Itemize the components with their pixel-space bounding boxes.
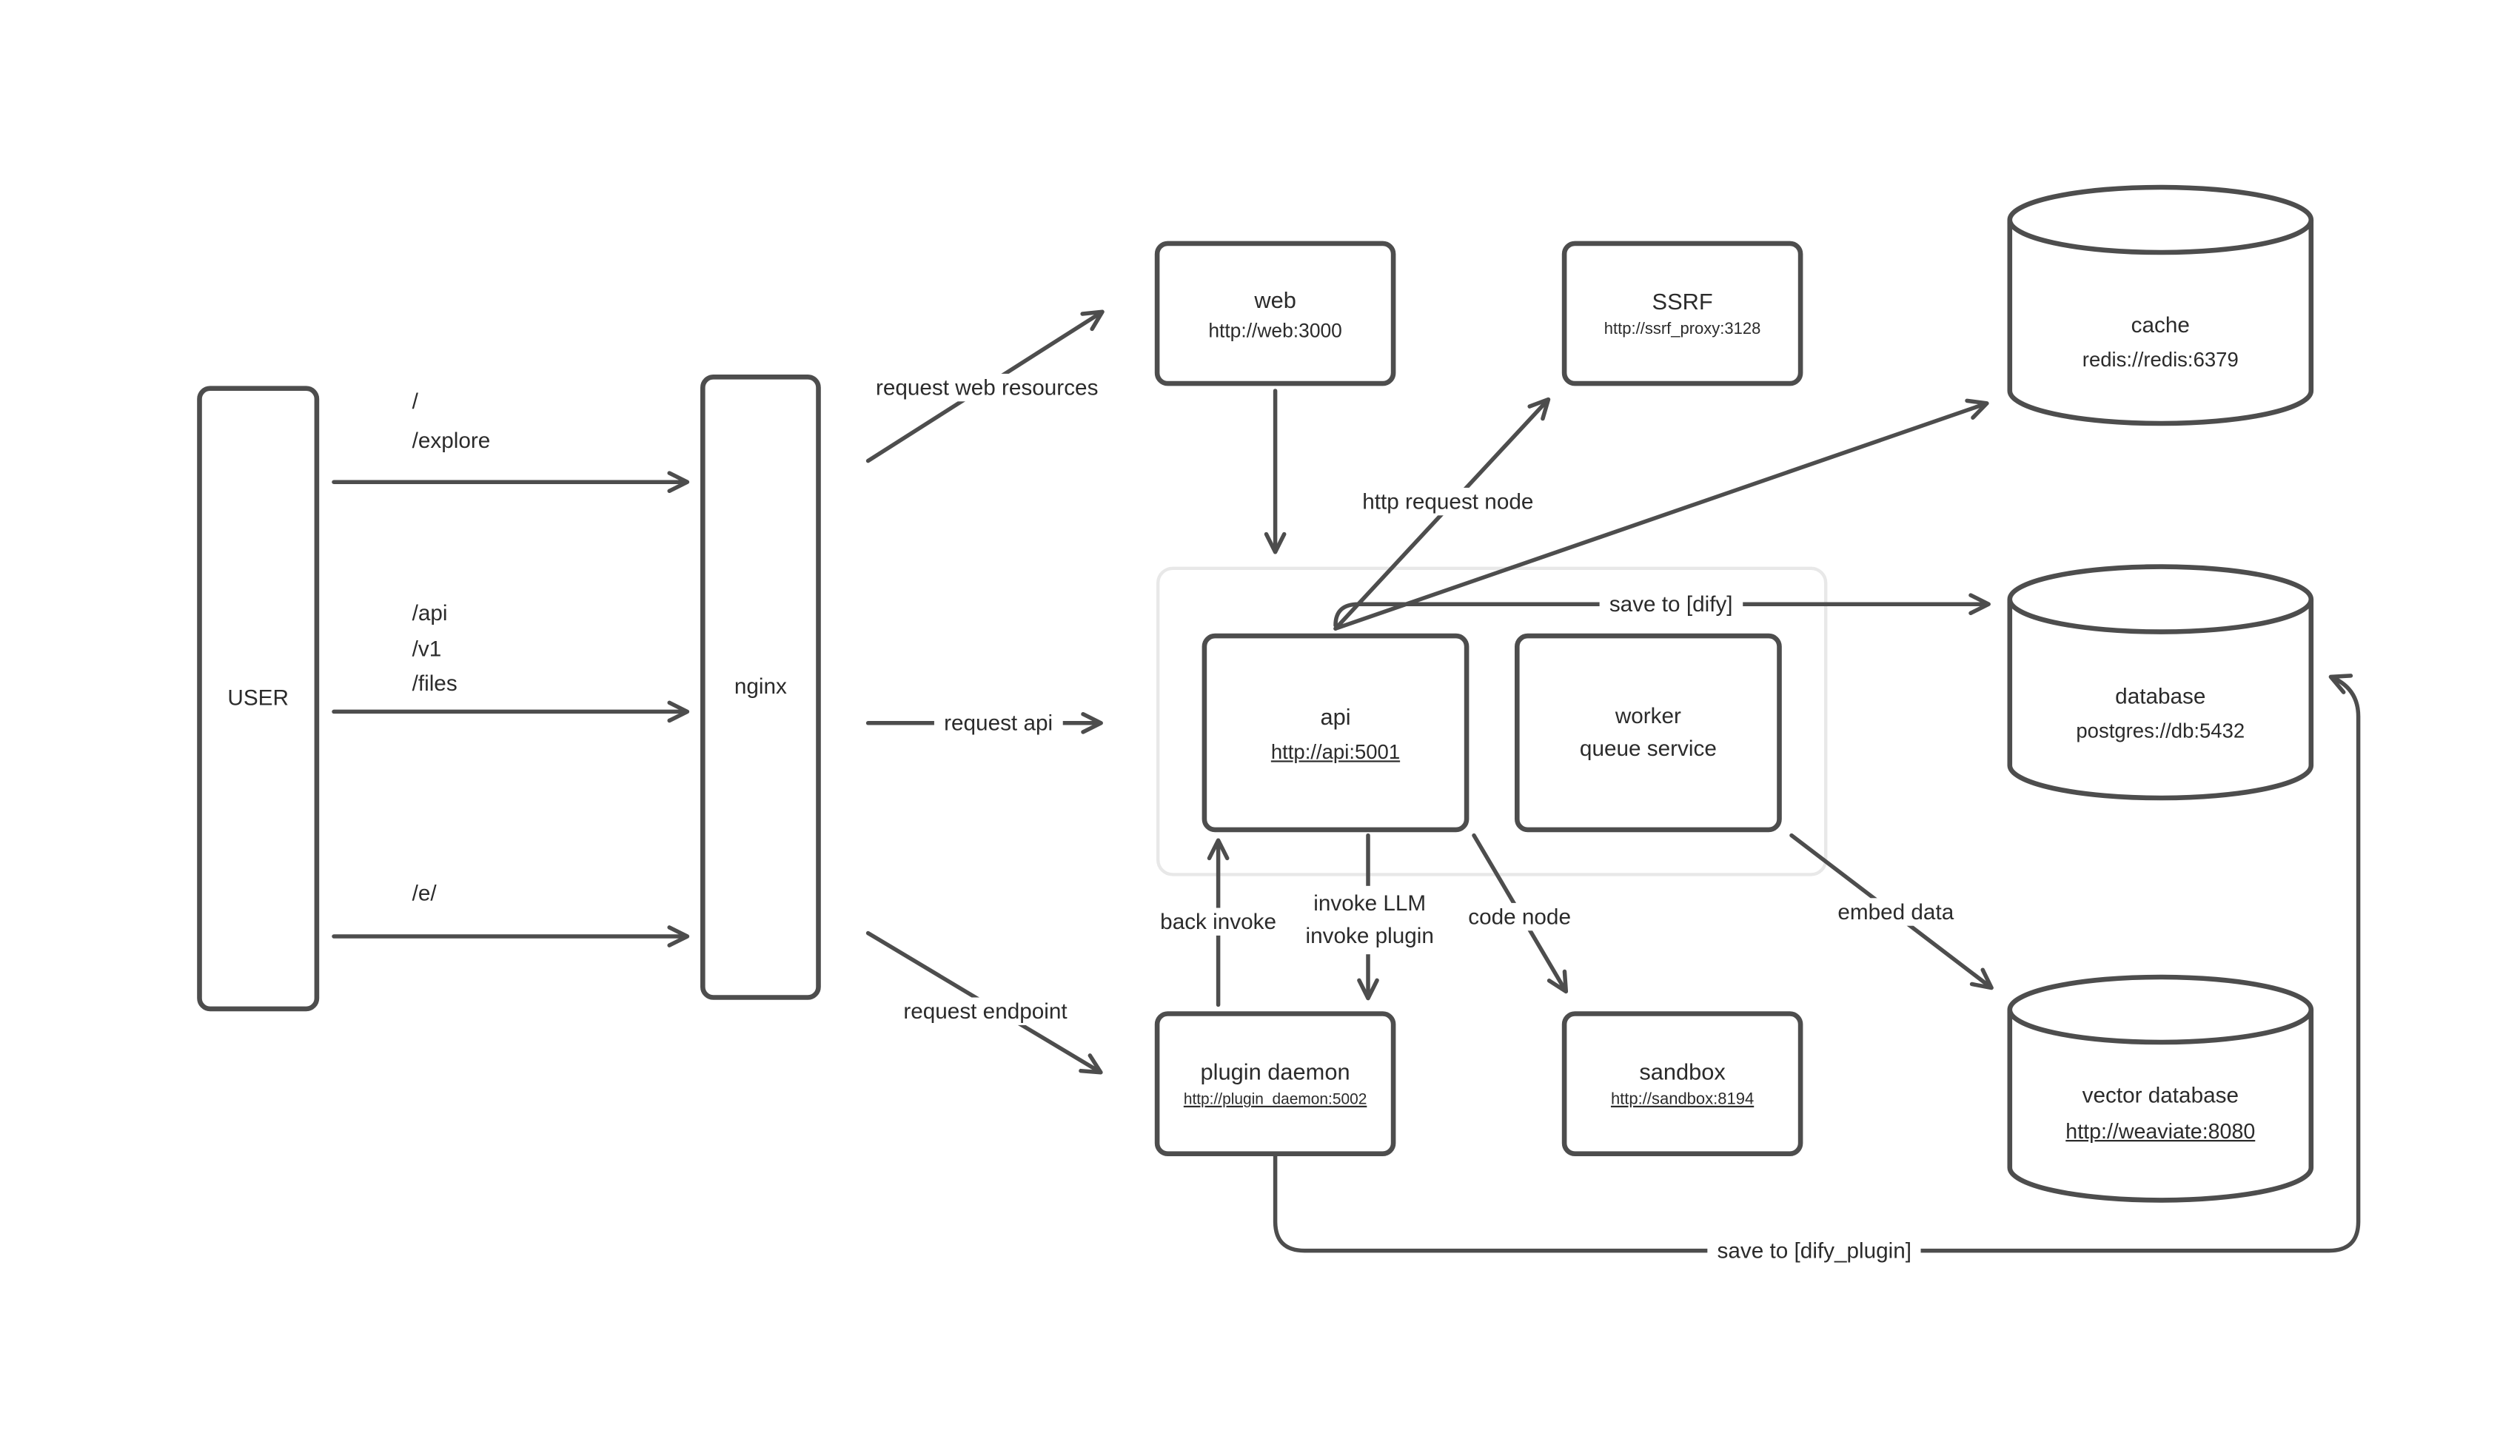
edge-label-user-api-paths: /api /v1 /files: [412, 596, 458, 701]
database-cylinder: [2007, 564, 2314, 801]
path-line-v1: /v1: [412, 636, 442, 661]
edge-label-request-web-resources: request web resources: [865, 373, 1108, 402]
node-web: web http://web:3000: [1154, 241, 1396, 386]
node-plugin-daemon-label: plugin daemon: [1200, 1059, 1350, 1085]
node-sandbox-label: sandbox: [1639, 1059, 1726, 1085]
node-nginx-label: nginx: [734, 674, 787, 699]
node-cache-label: cache: [2131, 312, 2190, 338]
edge-label-invoke: invoke LLM invoke plugin: [1296, 885, 1444, 955]
edge-plugin-daemon-database-save: [1273, 674, 2361, 1253]
node-api-url: http://api:5001: [1270, 739, 1401, 763]
node-database-label: database: [2115, 684, 2206, 708]
api-worker-group-box: [1156, 566, 1828, 876]
node-nginx: nginx: [700, 375, 821, 1000]
edge-label-invoke-plugin: invoke plugin: [1305, 923, 1434, 948]
cache-cylinder: [2007, 184, 2314, 426]
node-vector-database-label: vector database: [2082, 1083, 2239, 1107]
edge-label-save-to-dify: save to [dify]: [1599, 590, 1743, 618]
edge-api-cache: [1333, 398, 1989, 631]
edge-label-embed-data: embed data: [1828, 898, 1964, 926]
node-database-label-group: database postgres://db:5432: [2010, 681, 2311, 748]
edge-label-save-to-dify-plugin: save to [dify_plugin]: [1707, 1236, 1922, 1265]
node-user-label: USER: [227, 685, 289, 711]
node-worker-label: worker: [1615, 703, 1681, 728]
edge-label-user-root-paths: / /explore: [412, 383, 491, 461]
vector-database-cylinder: [2007, 974, 2314, 1203]
node-sandbox-url: http://sandbox:8194: [1610, 1091, 1755, 1110]
node-api: api http://api:5001: [1202, 633, 1470, 833]
edge-label-code-node: code node: [1458, 902, 1581, 931]
path-line-explore: /explore: [412, 428, 491, 453]
node-web-label: web: [1254, 286, 1296, 312]
edge-api-database: [1333, 593, 1991, 628]
node-ssrf-label: SSRF: [1652, 288, 1713, 315]
edge-label-back-invoke: back invoke: [1150, 908, 1287, 936]
path-line-e: /e/: [412, 881, 437, 906]
node-cache-label-group: cache redis://redis:6379: [2010, 309, 2311, 376]
node-web-url: http://web:3000: [1208, 318, 1342, 341]
node-sandbox: sandbox http://sandbox:8194: [1561, 1011, 1803, 1156]
edge-label-request-endpoint: request endpoint: [894, 997, 1077, 1025]
node-api-label: api: [1320, 702, 1351, 729]
node-vector-database-label-group: vector database http://weaviate:8080: [2010, 1080, 2311, 1148]
path-line-root: /: [412, 389, 418, 414]
edge-label-invoke-llm: invoke LLM: [1313, 890, 1427, 916]
node-database-url: postgres://db:5432: [2076, 719, 2245, 743]
node-worker: worker queue service: [1515, 633, 1782, 833]
node-vector-database-url: http://weaviate:8080: [2065, 1118, 2256, 1144]
path-line-api: /api: [412, 600, 448, 625]
edge-label-user-e-path: /e/: [412, 876, 437, 912]
node-plugin-daemon: plugin daemon http://plugin_daemon:5002: [1154, 1011, 1396, 1156]
edge-label-request-api: request api: [934, 709, 1063, 737]
node-worker-sublabel: queue service: [1579, 736, 1717, 761]
edge-label-http-request-node: http request node: [1352, 487, 1544, 516]
node-ssrf: SSRF http://ssrf_proxy:3128: [1561, 241, 1803, 386]
path-line-files: /files: [412, 671, 458, 696]
node-plugin-daemon-url: http://plugin_daemon:5002: [1183, 1091, 1367, 1110]
node-user: USER: [197, 386, 320, 1012]
node-ssrf-url: http://ssrf_proxy:3128: [1604, 321, 1761, 339]
node-cache-url: redis://redis:6379: [2082, 348, 2239, 372]
